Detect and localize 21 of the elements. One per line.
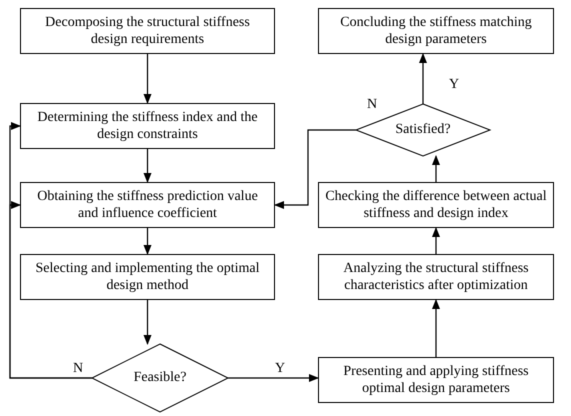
arrow: [144, 54, 152, 104]
arrow: [144, 149, 152, 183]
arrow: [432, 227, 440, 254]
process-box: Determining the stiffness index and the design constraints: [20, 103, 275, 149]
arrow: [432, 299, 440, 357]
arrow: [274, 129, 356, 209]
process-box: Checking the difference between actual stiffness and design index: [318, 182, 554, 228]
process-box: Selecting and implementing the optimal design method: [20, 254, 275, 300]
arrow: [144, 228, 152, 255]
process-box: Decomposing the structural stiffness design requirements: [20, 8, 275, 54]
arrow: [419, 53, 427, 104]
process-box: Concluding the stiffness matching design parameters: [318, 8, 554, 54]
process-box: Obtaining the stiffness prediction value and influence coefficient: [20, 182, 275, 228]
arrow: [144, 300, 152, 345]
process-box: Presenting and applying stiffness optimal design parameters: [318, 357, 554, 403]
decision-label: Satisfied?: [395, 122, 451, 138]
process-box: Analyzing the structural stiffness characteristics after optimization: [318, 254, 554, 300]
arrow: [228, 374, 319, 382]
arrow: [432, 155, 440, 182]
decision-label: Feasible?: [134, 370, 186, 386]
arrow: [9, 201, 92, 379]
